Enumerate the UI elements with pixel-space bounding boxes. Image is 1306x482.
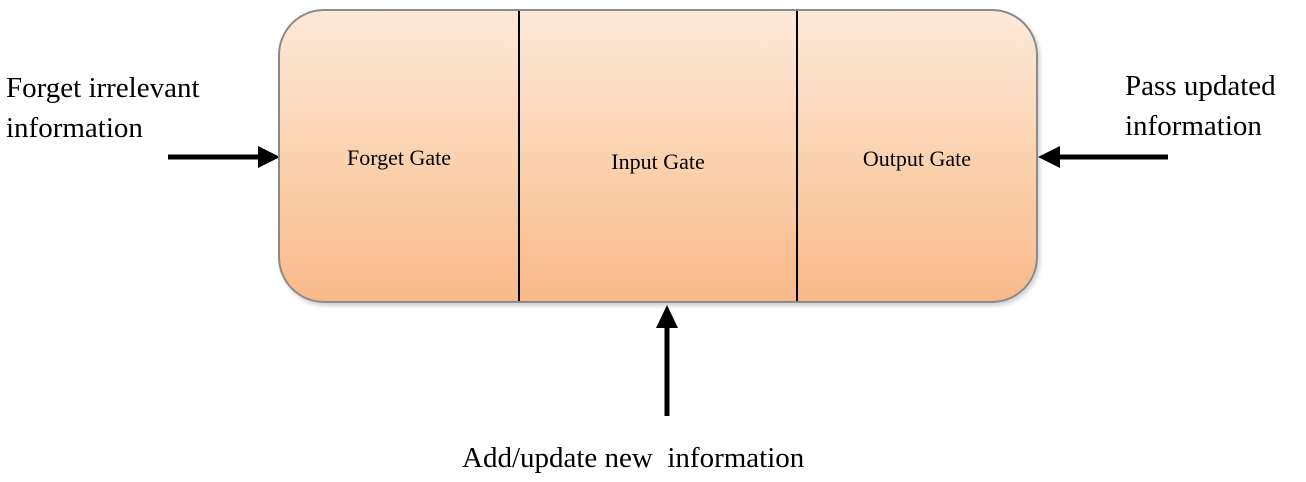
input-gate: Input Gate bbox=[520, 11, 798, 301]
forget-arrow bbox=[168, 146, 280, 168]
output-gate-label: Output Gate bbox=[862, 146, 972, 171]
pass-input-line-2: information bbox=[1125, 110, 1262, 142]
output-gate: Output Gate bbox=[798, 11, 1036, 301]
add-input-text: Add/update new information bbox=[462, 442, 805, 474]
input-gate-label: Input Gate bbox=[611, 149, 705, 174]
forget-gate-label: Forget Gate bbox=[346, 145, 452, 170]
lstm-gate-block: Forget Gate Input Gate Output Gate bbox=[278, 9, 1038, 303]
pass-arrow bbox=[1038, 146, 1168, 168]
pass-input-line-1: Pass updated bbox=[1125, 70, 1276, 102]
forget-gate: Forget Gate bbox=[280, 11, 520, 301]
forget-input-line-1: Forget irrelevant bbox=[6, 72, 200, 104]
add-arrow bbox=[656, 305, 678, 416]
forget-input-line-2: information bbox=[6, 112, 143, 144]
pass-input-text: Pass updated information bbox=[1125, 66, 1276, 146]
forget-input-text: Forget irrelevant information bbox=[6, 68, 200, 148]
